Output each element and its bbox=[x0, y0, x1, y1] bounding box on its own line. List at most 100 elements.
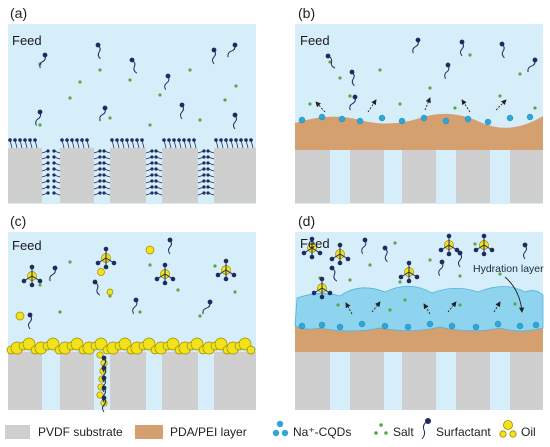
legend-swatch-oil bbox=[499, 420, 517, 438]
repulsion-arrow bbox=[371, 301, 381, 313]
legend-label-pvdf: PVDF substrate bbox=[38, 425, 123, 439]
feed-label: Feed bbox=[12, 33, 42, 48]
na-cqd bbox=[381, 322, 389, 330]
surfactant-molecule bbox=[457, 250, 463, 268]
pvdf-substrate bbox=[8, 148, 256, 203]
oil-droplet bbox=[96, 351, 104, 359]
repulsion-arrow bbox=[461, 99, 471, 113]
na-cqd bbox=[318, 321, 326, 329]
panel-a: (a) Feed bbox=[8, 5, 256, 204]
na-cqd bbox=[404, 323, 412, 331]
repulsion-arrow bbox=[424, 97, 431, 111]
oil-droplet bbox=[96, 391, 104, 399]
surfactant-molecule bbox=[382, 245, 388, 263]
surfactant-molecule bbox=[444, 62, 451, 80]
surfactant-molecule bbox=[412, 37, 421, 54]
surfactant-molecule bbox=[361, 237, 368, 255]
adsorbed-surfactants bbox=[8, 138, 254, 196]
surfactant-molecule bbox=[349, 94, 358, 111]
surfactant-oil-micelle bbox=[311, 276, 333, 300]
hydration-layer-arrow bbox=[504, 276, 525, 313]
panel-label: (a) bbox=[10, 5, 27, 21]
na-cqd bbox=[356, 117, 364, 125]
surfactant-molecule bbox=[232, 112, 238, 130]
na-cqd bbox=[442, 117, 450, 125]
oil-droplet bbox=[106, 288, 114, 296]
na-cqd bbox=[526, 113, 534, 121]
surfactant-molecule bbox=[132, 297, 139, 315]
oil-fouling-layer bbox=[6, 337, 256, 355]
salt-ions bbox=[38, 260, 237, 318]
feed-label: Feed bbox=[300, 33, 330, 48]
surfactant-oil-micelle bbox=[473, 233, 495, 257]
surfactant-molecule bbox=[179, 102, 185, 120]
surfactant-molecule bbox=[349, 69, 355, 87]
legend-label-oil: Oil bbox=[521, 425, 536, 439]
na-cqd bbox=[506, 114, 514, 122]
salt-ions bbox=[308, 53, 537, 110]
repulsion-arrow bbox=[367, 99, 377, 113]
hydration-layer bbox=[294, 285, 544, 332]
panel-b: (b) Feed bbox=[295, 5, 543, 204]
surfactant-oil-micelle bbox=[95, 246, 117, 270]
surfactant-molecule bbox=[27, 312, 33, 330]
surfactant-molecule bbox=[522, 242, 528, 260]
na-cqd bbox=[516, 322, 524, 330]
surfactant-molecule bbox=[329, 265, 338, 282]
na-cqd bbox=[532, 321, 540, 329]
na-cqd bbox=[420, 114, 428, 122]
repulsion-arrow bbox=[493, 301, 501, 313]
surfactant-molecule bbox=[438, 259, 445, 277]
surfactant-oil-micelle bbox=[329, 242, 351, 266]
legend-label-pda: PDA/PEI layer bbox=[170, 425, 247, 439]
legend-swatch-surfactant bbox=[421, 418, 431, 440]
legend-label-surfactant: Surfactant bbox=[436, 425, 491, 439]
na-cqd bbox=[358, 320, 366, 328]
legend-label-cqd: Na⁺-CQDs bbox=[293, 425, 351, 439]
oil-droplet bbox=[145, 245, 155, 255]
surfactant-molecule bbox=[527, 57, 538, 73]
panel-label: (c) bbox=[10, 213, 26, 229]
surfactant-oil-micelle bbox=[301, 236, 323, 260]
surfactant-molecule bbox=[49, 265, 58, 282]
pvdf-substrate bbox=[8, 352, 256, 410]
na-cqd bbox=[484, 118, 492, 126]
na-cqd bbox=[336, 323, 344, 331]
salt-ions bbox=[336, 298, 517, 312]
na-cqd bbox=[318, 113, 326, 121]
na-cqd bbox=[472, 323, 480, 331]
pvdf-substrate bbox=[295, 352, 543, 410]
surfactant-oil-micelle bbox=[154, 262, 176, 286]
panel-c: (c) Feed bbox=[6, 213, 256, 413]
surfactant-molecule bbox=[167, 237, 173, 255]
legend-swatch-salt bbox=[374, 423, 388, 435]
na-cqd bbox=[398, 117, 406, 125]
surfactant-molecule bbox=[35, 109, 43, 126]
surfactant-molecule bbox=[129, 57, 138, 74]
legend-swatch-pvdf bbox=[5, 425, 30, 439]
hydration-layer-label: Hydration layer bbox=[473, 263, 544, 275]
feed-label: Feed bbox=[300, 236, 330, 251]
surfactant-oil-micelle bbox=[438, 233, 460, 257]
na-cqd bbox=[298, 116, 306, 124]
surfactant-molecule bbox=[101, 395, 107, 413]
surfactant-oil-micelle bbox=[215, 258, 237, 282]
surfactant-molecule bbox=[211, 47, 217, 65]
surfactant-molecule bbox=[164, 73, 171, 91]
surfactant-molecule bbox=[39, 52, 48, 69]
legend-swatch-cqd bbox=[272, 420, 289, 437]
repulsion-arrow bbox=[315, 101, 326, 113]
na-cqd-layer bbox=[298, 320, 540, 331]
salt-ions bbox=[318, 241, 502, 284]
panel-d: (d) Feed Hydration layer bbox=[294, 213, 544, 410]
surfactant-molecule bbox=[499, 41, 505, 59]
surfactant-molecule bbox=[325, 53, 336, 69]
na-cqd bbox=[464, 115, 472, 123]
legend-swatch-pda bbox=[135, 425, 163, 439]
oil-droplet bbox=[15, 311, 25, 321]
surfactant-molecule bbox=[95, 42, 101, 60]
surfactant-oil-micelle bbox=[21, 264, 43, 288]
legend: PVDF substrate PDA/PEI layer Na⁺-CQDs Sa… bbox=[5, 418, 536, 440]
pvdf-substrate bbox=[295, 150, 543, 203]
